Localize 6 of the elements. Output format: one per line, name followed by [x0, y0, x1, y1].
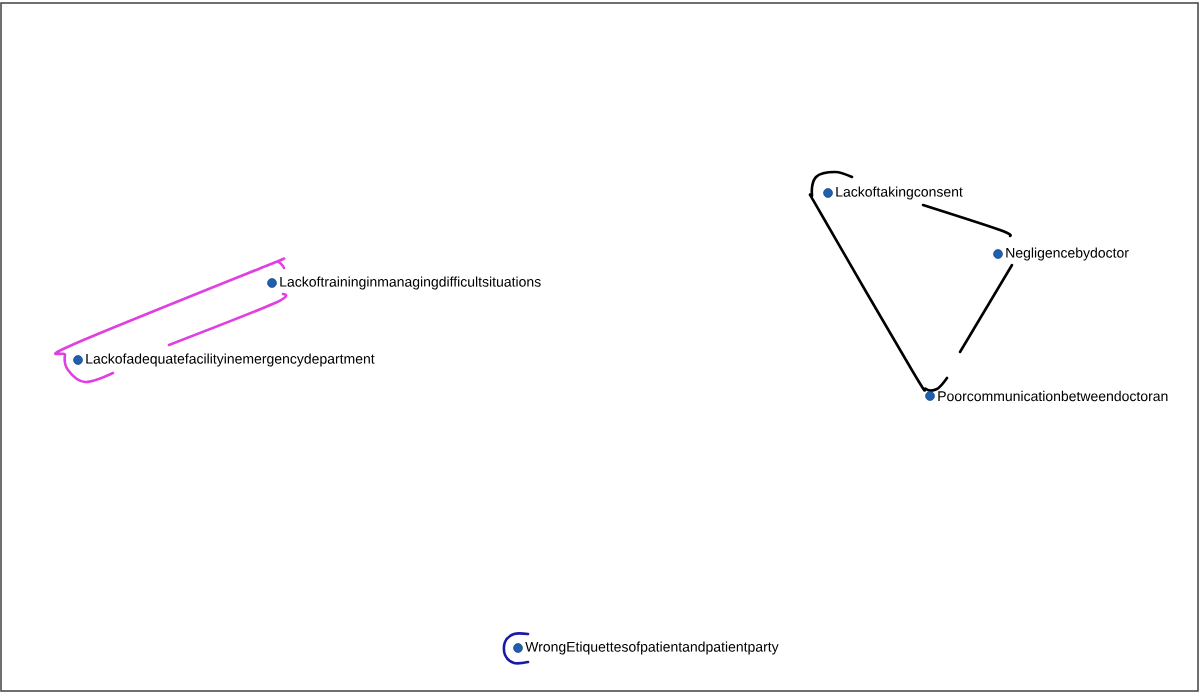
network-node: WrongEtiquettesofpatientandpatientparty: [513, 641, 779, 655]
network-node: Negligencebydoctor: [993, 247, 1129, 261]
network-node: Lackoftraininginmanagingdifficultsituations: [267, 276, 541, 290]
network-node: Lackofadequatefacilityinemergencydepartment: [73, 353, 375, 367]
network-node: Poorcommunicationbetweendoctoran: [925, 390, 1168, 402]
network-node: Lackoftakingconsent: [823, 186, 963, 200]
